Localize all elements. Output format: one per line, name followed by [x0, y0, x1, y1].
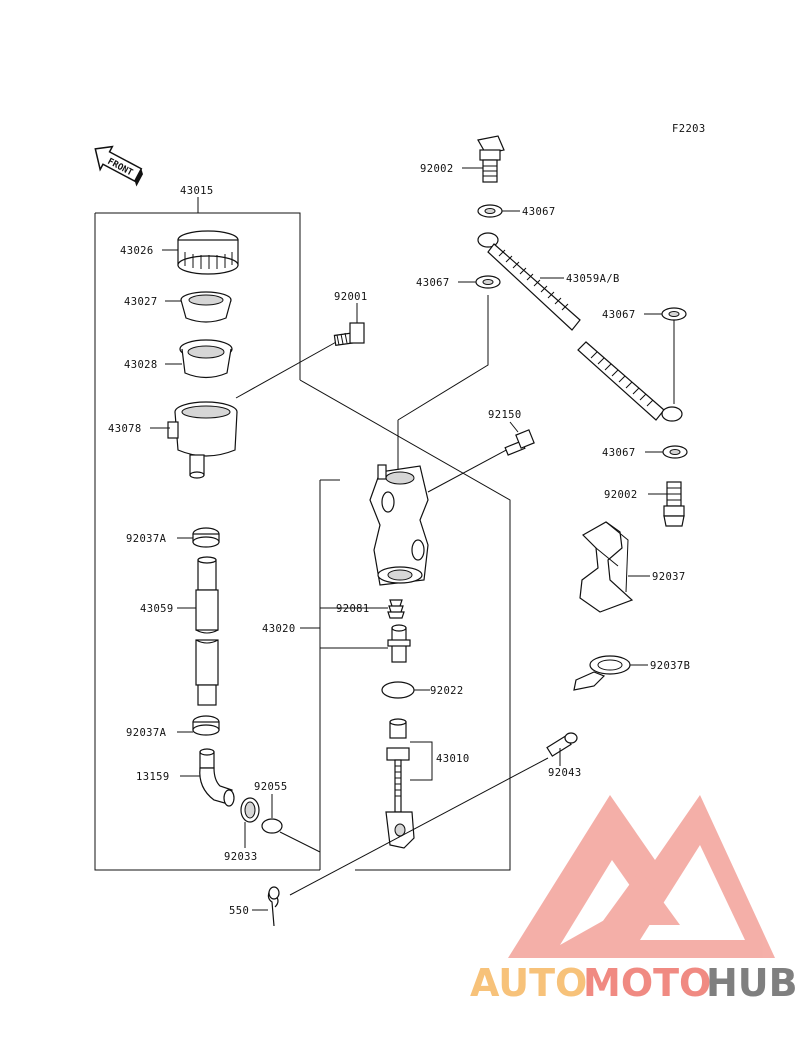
label-92022: 92022	[430, 685, 464, 697]
diaphragm	[179, 339, 233, 379]
circlip-92022	[381, 681, 415, 699]
label-43067-b: 43067	[416, 277, 450, 289]
bolt-92150	[504, 429, 535, 456]
label-92002-bottom: 92002	[604, 489, 638, 501]
label-43020: 43020	[262, 623, 296, 635]
label-43078: 43078	[108, 423, 142, 435]
label-92055: 92055	[254, 781, 288, 793]
hose-elbow	[199, 748, 235, 807]
label-43015: 43015	[180, 185, 214, 197]
label-43027: 43027	[124, 296, 158, 308]
reservoir-tank	[167, 401, 238, 479]
spring-92081	[387, 599, 405, 619]
banjo-bolt-bottom	[663, 481, 685, 527]
hose-clamp-bottom	[192, 715, 220, 736]
clamp-92037B	[573, 655, 631, 691]
figure-code: F2203	[672, 123, 706, 135]
piston	[387, 624, 411, 663]
label-43028: 43028	[124, 359, 158, 371]
label-92150: 92150	[488, 409, 522, 421]
circlip-92055	[261, 818, 283, 834]
washer-43067-c	[661, 307, 687, 321]
label-92043: 92043	[548, 767, 582, 779]
clevis-pin	[546, 732, 578, 757]
diaphragm-plate	[180, 291, 232, 323]
banjo-bolt-top	[477, 135, 505, 183]
label-92037A-top: 92037A	[126, 533, 167, 545]
label-43059: 43059	[140, 603, 174, 615]
reservoir-hose	[195, 556, 219, 706]
front-arrow-icon: FRONT	[94, 145, 143, 187]
master-cylinder-frame	[299, 379, 511, 871]
washer-43067-a	[477, 204, 503, 218]
hose-clamp-92037	[579, 521, 634, 613]
label-92037B: 92037B	[650, 660, 690, 672]
label-92001: 92001	[334, 291, 368, 303]
label-43067-a: 43067	[522, 206, 556, 218]
reservoir-cap	[177, 230, 239, 275]
cotter-pin	[267, 886, 280, 927]
watermark-text: AUTO MOTO HUB	[470, 961, 798, 1005]
master-cylinder-body	[369, 464, 429, 586]
label-92037: 92037	[652, 571, 686, 583]
washer-43067-d	[662, 445, 688, 459]
label-43059AB: 43059A/B	[566, 273, 620, 285]
label-43067-c: 43067	[602, 309, 636, 321]
watermark-moto: MOTO	[583, 961, 711, 1005]
washer-43067-b	[475, 275, 501, 289]
screw-92001	[333, 322, 365, 347]
label-43010: 43010	[436, 753, 470, 765]
grommet	[240, 797, 260, 823]
watermark-logo	[508, 795, 775, 958]
watermark-hub: HUB	[706, 961, 798, 1005]
label-13159: 13159	[136, 771, 170, 783]
label-92033: 92033	[224, 851, 258, 863]
label-43026: 43026	[120, 245, 154, 257]
watermark-auto: AUTO	[470, 961, 587, 1005]
push-rod	[385, 718, 415, 849]
hose-clamp-top	[192, 527, 220, 548]
brake-hose	[477, 232, 683, 422]
label-92037A-bottom: 92037A	[126, 727, 167, 739]
label-92002-top: 92002	[420, 163, 454, 175]
label-550: 550	[229, 905, 249, 917]
label-92081: 92081	[336, 603, 370, 615]
label-43067-d: 43067	[602, 447, 636, 459]
